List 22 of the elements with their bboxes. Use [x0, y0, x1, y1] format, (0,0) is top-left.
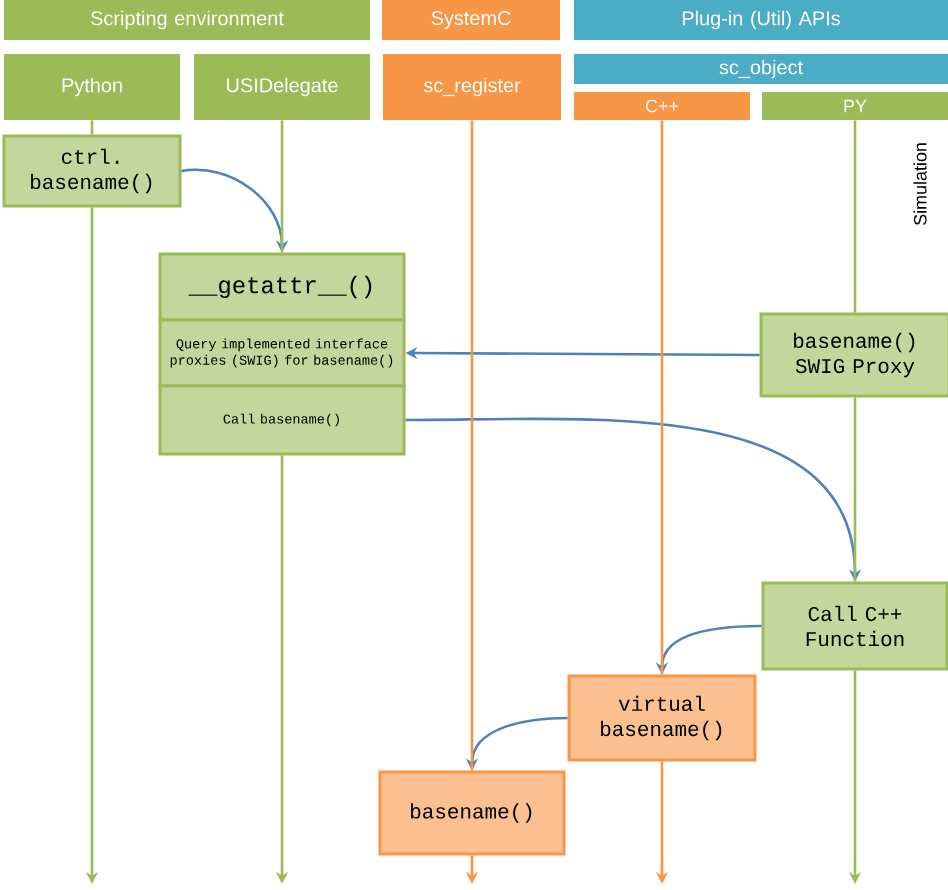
- process-box: ctrl. basename(): [2, 134, 182, 208]
- lifeline-header: Python: [4, 54, 180, 120]
- lifeline: [280, 120, 284, 253]
- side-label: Simulation: [913, 143, 927, 226]
- process-box: __getattr__(): [158, 252, 406, 322]
- lifeline: [660, 120, 664, 675]
- lifeline-header: PY: [762, 92, 948, 120]
- header-bar: sc_object: [574, 54, 948, 84]
- lifeline-header: USIDelegate: [194, 54, 370, 120]
- lifeline: [853, 120, 857, 313]
- process-box: basename() SWIG Proxy: [759, 312, 948, 398]
- lifeline: [90, 120, 94, 135]
- lifeline: [470, 120, 474, 771]
- process-box: Call C++ Function: [761, 581, 948, 671]
- header-bar: Plug-in (Util) APIs: [574, 0, 948, 40]
- process-box: virtual basename(): [567, 674, 757, 762]
- lifeline-header: sc_register: [383, 54, 561, 120]
- lifeline: [853, 397, 857, 582]
- header-bar: Scripting environment: [4, 0, 370, 40]
- lifeline-header: C++: [574, 92, 750, 120]
- header-bar: SystemC: [382, 0, 560, 40]
- process-box: basename(): [378, 770, 566, 856]
